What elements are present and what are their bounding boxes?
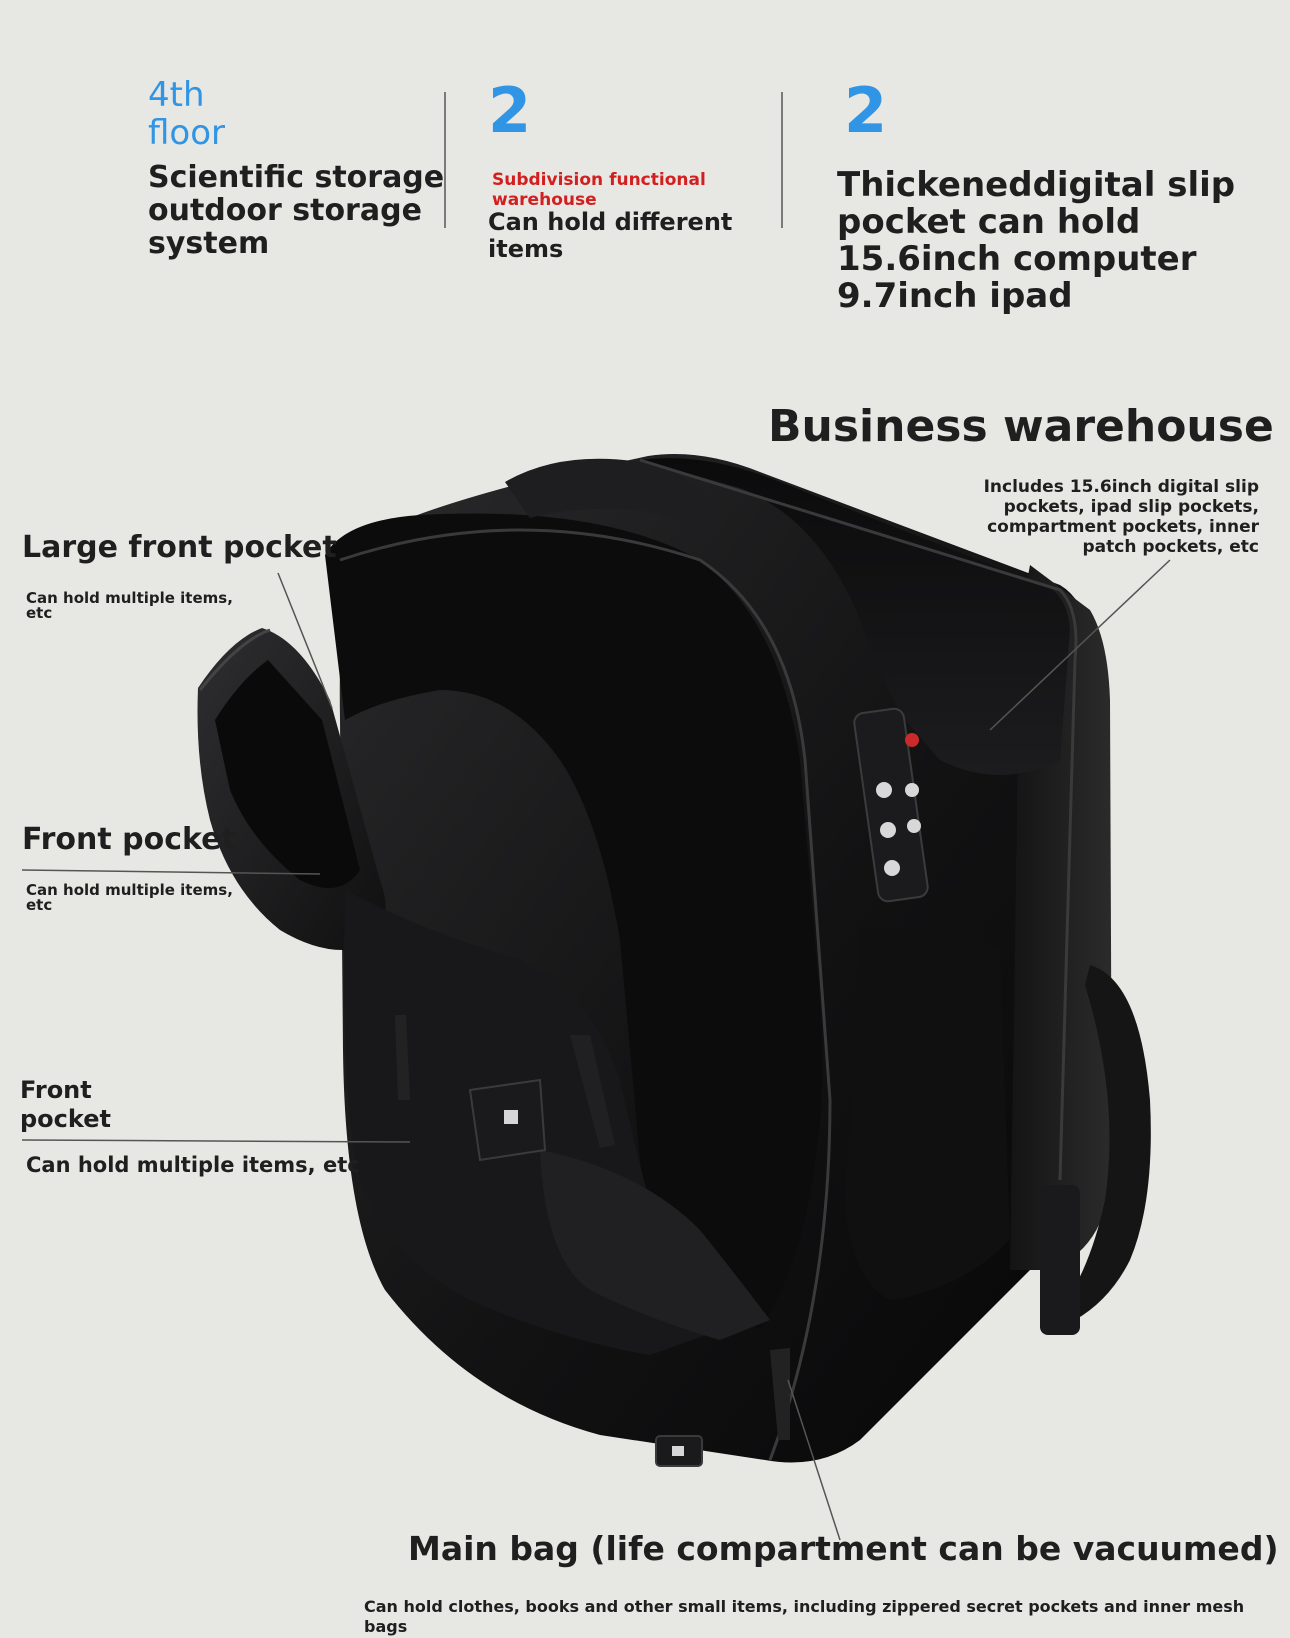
label-main-bag-title: Main bag (life compartment can be vacuum… (408, 1529, 1279, 1568)
label-large-front-pocket-title: Large front pocket (22, 530, 337, 565)
feature-text-different-items: Can hold different items (488, 208, 733, 263)
label-business-warehouse-title: Business warehouse (768, 401, 1274, 452)
label-lower-front-pocket-desc: Can hold multiple items, etc (26, 1153, 360, 1177)
label-main-bag-desc: Can hold clothes, books and other small … (364, 1597, 1245, 1636)
label-large-front-pocket-desc: Can hold multiple items, etc (26, 589, 233, 622)
label-front-pocket-title: Front pocket (22, 822, 236, 857)
feature-text-digital-slip-pocket: Thickeneddigital slip pocket can hold 15… (837, 165, 1236, 316)
feature-number-slip-pockets: 2 (844, 74, 888, 147)
header-divider-right (781, 92, 783, 228)
header-divider-left (444, 92, 446, 228)
feature-red-label-functional-warehouse: Subdivision functional warehouse (492, 170, 706, 210)
feature-number-compartments: 2 (488, 74, 532, 147)
feature-highlight-floors: 4th floor (148, 75, 225, 153)
label-front-pocket-desc: Can hold multiple items, etc (26, 881, 233, 914)
label-lower-front-pocket-title: Front pocket (20, 1076, 111, 1133)
feature-text-storage-system: Scientific storage outdoor storage syste… (148, 160, 445, 261)
label-business-warehouse-desc: Includes 15.6inch digital slip pockets, … (983, 477, 1259, 557)
